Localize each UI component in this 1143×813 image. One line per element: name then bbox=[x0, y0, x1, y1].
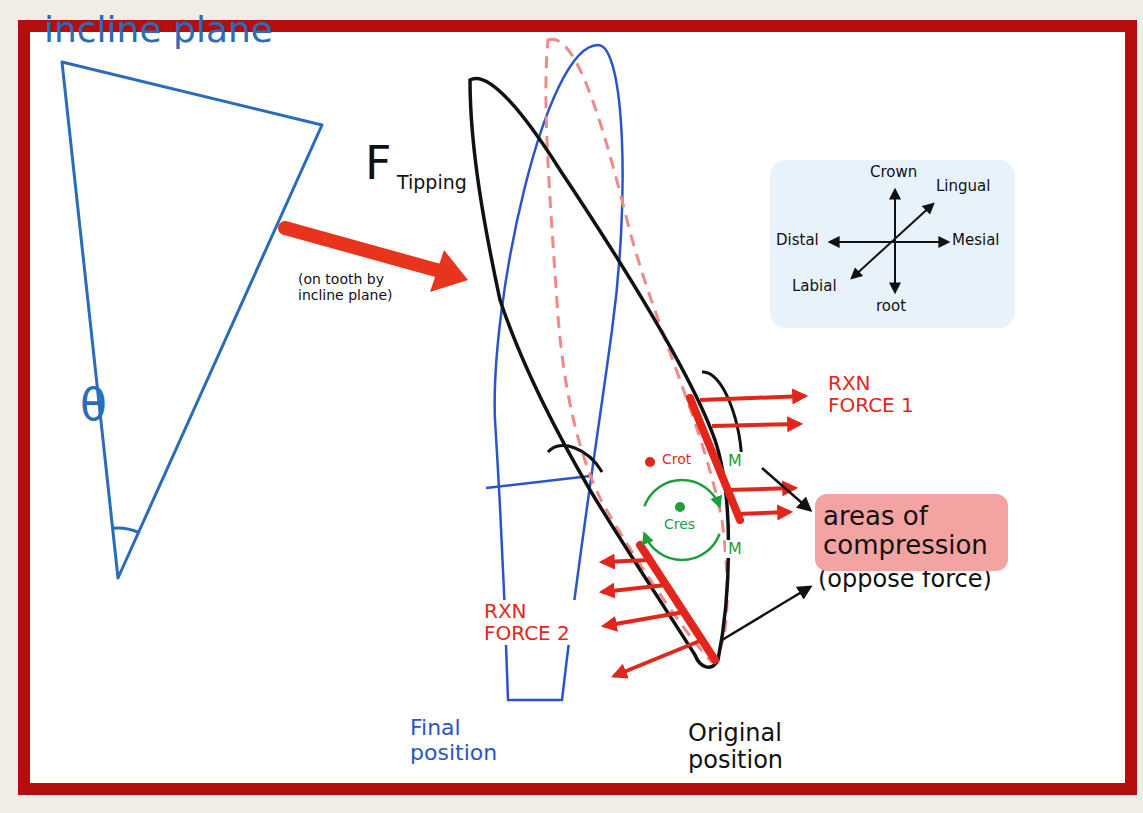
moment-arrow bbox=[644, 480, 719, 506]
force-note: (on tooth by incline plane) bbox=[298, 272, 393, 303]
moment-label: M bbox=[726, 452, 744, 470]
moment-arrow bbox=[644, 534, 719, 560]
centre-label: Cres bbox=[662, 517, 697, 533]
moment-label: M bbox=[726, 540, 744, 558]
diagram-heading: incline plane bbox=[44, 10, 273, 50]
direction-label: Lingual bbox=[936, 178, 990, 195]
direction-label: Labial bbox=[792, 278, 837, 295]
direction-label: Mesial bbox=[952, 232, 1000, 249]
force-symbol: F bbox=[365, 138, 391, 190]
callout-box: areas of compression bbox=[815, 494, 1008, 571]
force-arrowhead bbox=[430, 250, 468, 292]
gingiva-line bbox=[548, 446, 602, 472]
reaction-arrows bbox=[602, 560, 702, 676]
force-arrow bbox=[285, 228, 440, 271]
angle-symbol: θ bbox=[80, 380, 107, 429]
incline-plane bbox=[62, 62, 322, 578]
force-subscript: Tipping bbox=[397, 172, 467, 193]
orientation-key: CrownLingualDistal MesialLabial root bbox=[770, 160, 1015, 328]
original-tooth bbox=[470, 78, 729, 667]
compression-band bbox=[640, 545, 715, 660]
callout-text: areas of compression bbox=[823, 502, 998, 560]
intermediate-tooth bbox=[546, 39, 727, 662]
leader-arrow bbox=[722, 587, 810, 640]
position-label: Final position bbox=[410, 716, 522, 765]
compass-axis bbox=[852, 204, 933, 278]
direction-label: Distal bbox=[776, 232, 819, 249]
centre-label: Crot bbox=[660, 452, 693, 468]
compass-axis bbox=[830, 241, 948, 243]
force-label: RXN FORCE 2 bbox=[482, 600, 586, 645]
position-label: Original position bbox=[688, 720, 810, 774]
cres-dot bbox=[675, 502, 685, 512]
direction-label: Crown bbox=[870, 164, 917, 181]
frame bbox=[24, 26, 1131, 789]
force-label: RXN FORCE 1 bbox=[828, 372, 928, 417]
crot-dot bbox=[645, 457, 655, 467]
direction-label: root bbox=[876, 298, 906, 315]
angle-arc bbox=[113, 528, 139, 532]
leader-arrow bbox=[762, 468, 810, 510]
final-cej-line bbox=[486, 476, 590, 488]
